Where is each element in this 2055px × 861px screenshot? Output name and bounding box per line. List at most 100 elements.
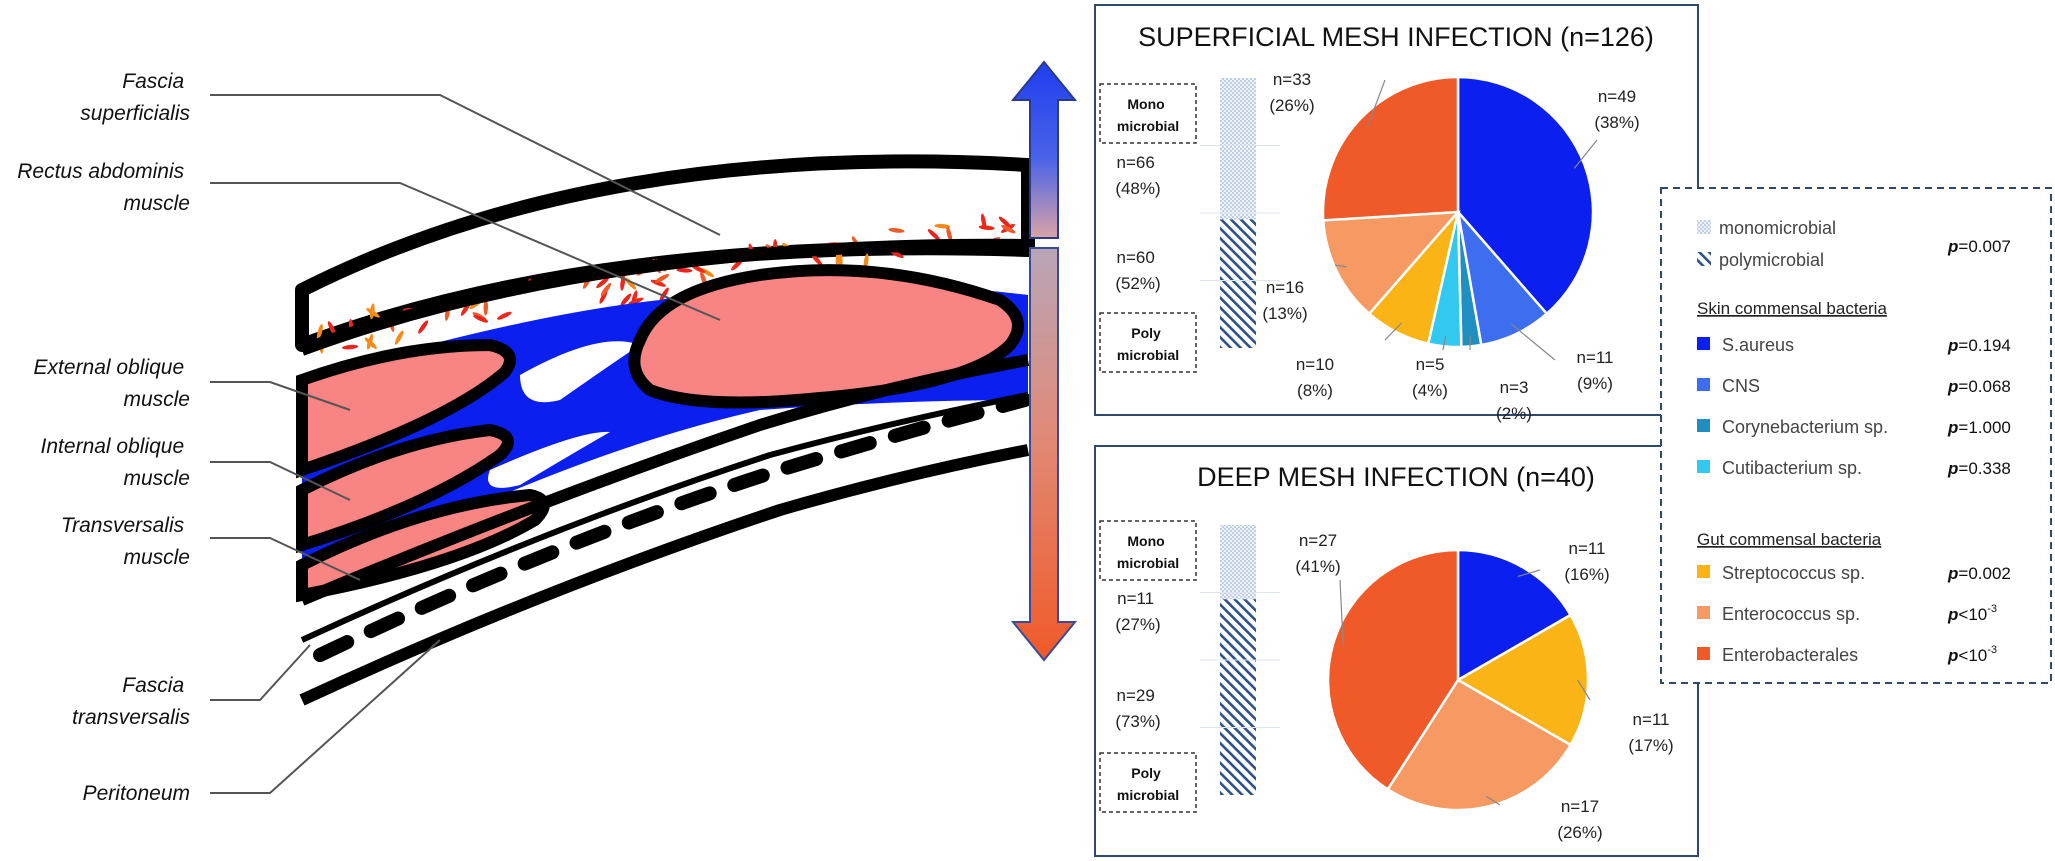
sup-mono-box-label: Mono microbial — [1117, 96, 1179, 134]
legend-item-label: Streptococcus sp. — [1722, 563, 1865, 583]
pie-leader-line — [1339, 579, 1344, 647]
legend-gut-heading: Gut commensal bacteria — [1697, 530, 1882, 549]
superficial-panel: SUPERFICIAL MESH INFECTION (n=126) Mono … — [1094, 4, 1699, 423]
bar-segment-mono — [1220, 78, 1256, 220]
fat-gap-1 — [520, 341, 640, 403]
deep-stacked-bar — [1200, 525, 1280, 795]
superficial-pie — [1321, 75, 1595, 349]
pie-slice — [1326, 548, 1460, 792]
fascia-transversalis-line — [299, 354, 1030, 606]
pie-slice-label: n=16(13%) — [1262, 278, 1307, 323]
internal-oblique-shape — [296, 423, 514, 554]
fat-mark — [998, 216, 1012, 228]
pie-slice-label: n=10(8%) — [1296, 355, 1334, 400]
deep-title: DEEP MESH INFECTION (n=40) — [1197, 462, 1595, 492]
pie-leader-line — [1511, 323, 1556, 361]
pie-slice — [1456, 75, 1595, 316]
pie-slice — [1455, 613, 1590, 747]
legend-swatch — [1697, 606, 1710, 619]
legend-border — [1660, 187, 2052, 684]
legend-mono-poly-pvalue: p=0.007 — [1947, 237, 2011, 256]
deep-pie-labels: n=11(16%)n=11(17%)n=17(26%)n=27(41%) — [1295, 531, 1673, 842]
fat-mark — [1001, 224, 1016, 234]
label-peritoneum: Peritoneum — [83, 782, 190, 805]
pie-slice-label: n=5(4%) — [1412, 355, 1448, 400]
legend-polymicrobial: polymicrobial — [1719, 250, 1824, 270]
legend-item-label: Enterococcus sp. — [1722, 604, 1860, 624]
fat-mark — [596, 277, 609, 289]
label-rectus-abdominis: Rectus abdominis muscle — [17, 160, 190, 215]
fat-mark — [628, 297, 644, 305]
depth-arrow-up — [1010, 60, 1078, 239]
legend-poly-swatch — [1697, 252, 1711, 266]
sup-poly-box — [1099, 312, 1197, 373]
legend-swatch — [1697, 565, 1710, 578]
pie-leader-line — [1334, 264, 1347, 268]
fat-mark — [620, 293, 632, 307]
fat-mark — [473, 314, 489, 323]
leader-external-oblique — [210, 381, 351, 411]
depth-arrow-down — [1010, 247, 1078, 662]
legend-item-pvalue: p=0.194 — [1947, 336, 2011, 355]
bar-segment-poly — [1220, 599, 1256, 795]
pie-leader-line — [1573, 139, 1598, 169]
pie-leader-line — [1485, 795, 1501, 806]
fat-mark — [650, 279, 666, 287]
pie-leader-line — [1577, 679, 1591, 701]
fat-mark — [888, 228, 905, 233]
legend-item-label: Corynebacterium sp. — [1722, 417, 1888, 437]
label-transversalis: Transversalis muscle — [61, 514, 190, 569]
fat-mark — [394, 330, 404, 345]
deep-mono-box — [1099, 520, 1197, 581]
sup-stacked-bar — [1200, 78, 1280, 348]
pie-slice-label: n=11(17%) — [1628, 710, 1673, 755]
legend-item-pvalue: p=0.002 — [1947, 564, 2011, 583]
fat-mark — [316, 324, 323, 340]
fat-mark — [978, 225, 995, 231]
leader-rectus — [210, 182, 721, 321]
fascia-superficialis-line — [299, 238, 1029, 356]
leader-transversalis — [210, 537, 361, 581]
dashed-fascia-line — [313, 393, 1032, 662]
rectus-muscle-shape — [628, 264, 1024, 409]
legend-item-pvalue: p=0.068 — [1947, 377, 2011, 396]
deep-pie — [1326, 548, 1590, 812]
deep-bar-poly-label: n=29 (73%) — [1115, 686, 1160, 731]
fat-mark — [600, 283, 612, 297]
legend-swatch — [1697, 419, 1710, 432]
external-oblique-shape — [296, 338, 516, 479]
deep-poly-box — [1099, 752, 1197, 813]
pie-slice — [1385, 678, 1573, 812]
pie-slice-label: n=11(9%) — [1576, 348, 1613, 393]
leader-peritoneum — [210, 639, 441, 794]
pie-slice — [1321, 210, 1461, 316]
legend-swatch — [1697, 337, 1710, 350]
deep-mono-box-label: Mono microbial — [1117, 533, 1179, 571]
pie-slice-label: n=3(2%) — [1496, 378, 1532, 423]
label-internal-oblique: Internal oblique muscle — [41, 435, 190, 490]
pie-leader-line — [1384, 322, 1403, 341]
fat-mark — [811, 253, 823, 267]
fat-mark — [654, 274, 670, 283]
superficial-title: SUPERFICIAL MESH INFECTION (n=126) — [1138, 22, 1654, 52]
bar-segment-poly — [1220, 219, 1256, 348]
pie-slice-label: n=49(38%) — [1594, 87, 1639, 132]
deep-poly-box-label: Poly microbial — [1117, 765, 1179, 803]
legend-swatch — [1697, 647, 1710, 660]
fat-mark — [927, 229, 940, 241]
legend-swatch — [1697, 378, 1710, 391]
sup-bar-mono-label: n=66 (48%) — [1115, 153, 1160, 198]
fat-mark — [496, 311, 512, 320]
bar-segment-mono — [1220, 525, 1256, 600]
fat-mark — [342, 344, 359, 350]
peritoneum-line — [299, 444, 1030, 706]
legend-item-label: CNS — [1722, 376, 1760, 396]
sup-poly-box-label: Poly microbial — [1117, 325, 1179, 363]
leader-fascia-superficialis — [210, 94, 721, 236]
fat-mark — [676, 268, 693, 273]
fat-gap-2 — [488, 431, 610, 488]
legend-item-pvalue: p=1.000 — [1947, 418, 2011, 437]
